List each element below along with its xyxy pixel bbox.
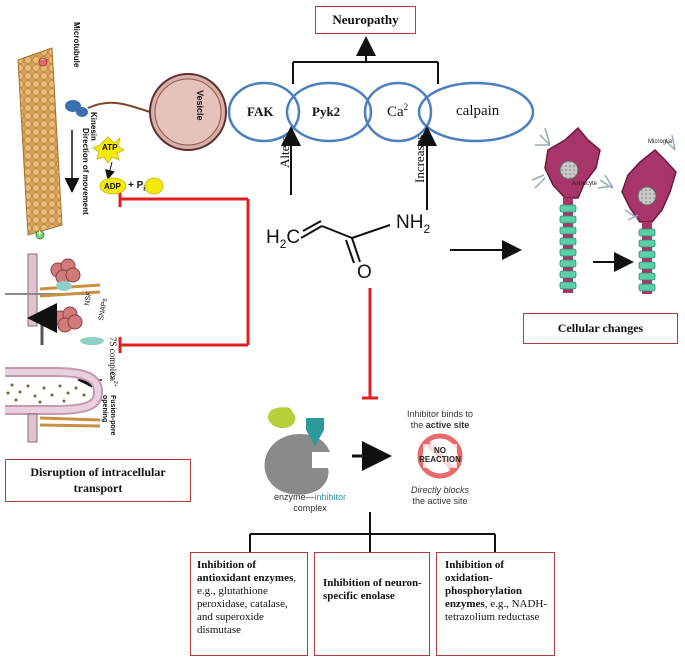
- enolase-bold: Inhibition of neuron-specific enolase: [323, 577, 422, 602]
- disruption-line2: transport: [73, 481, 123, 495]
- neuron-illustration: [531, 126, 677, 294]
- atp-label: ATP: [102, 143, 118, 152]
- ca-ellipse: [363, 81, 433, 143]
- ca-left-sup: 2+: [112, 380, 118, 387]
- directly-line2: the active site: [412, 496, 468, 506]
- cellular-changes-box: Cellular changes: [523, 313, 678, 344]
- antioxidant-bold: Inhibition of antioxidant enzymes: [197, 559, 294, 584]
- acrylamide-structure: [300, 220, 391, 264]
- neuropathy-box: Neuropathy: [315, 6, 416, 34]
- pyk2-label: Pyk2: [312, 104, 341, 119]
- disruption-box: Disruption of intracellular transport: [5, 459, 191, 502]
- adp-label: ADP: [104, 182, 121, 191]
- neuropathy-label: Neuropathy: [332, 12, 399, 27]
- nh2-nh: NH: [396, 212, 424, 233]
- complex-inhibitor-word: inhibitor: [314, 492, 347, 502]
- antioxidant-rest: , e.g., glutathione peroxidase, catalase…: [197, 572, 296, 636]
- cellular-changes-label: Cellular changes: [557, 321, 644, 335]
- directly-line1: Directly blocks: [410, 485, 469, 495]
- microglia-label: Microglia: [648, 139, 673, 145]
- vesicle-fusion-illustration: [5, 253, 104, 443]
- kinesin-label: Kinesin: [89, 112, 98, 141]
- plus-end-label: +: [37, 228, 43, 238]
- reaction-text: REACTION: [419, 455, 461, 464]
- microtubule-label: Microtubule: [72, 22, 81, 68]
- enzyme-complex-line2: complex: [293, 503, 327, 513]
- pyk2-ellipse: [285, 81, 373, 143]
- ca-left-text: Ca: [108, 372, 116, 381]
- ca-label: Ca2: [387, 102, 408, 121]
- enzyme-complex-label: enzyme—inhibitor complex: [255, 492, 365, 514]
- oxygen-label: O: [357, 262, 372, 283]
- calpain-label: calpain: [456, 103, 500, 119]
- astrocyte-label: Astrocyte: [572, 181, 598, 187]
- enzyme-inhibitor-illustration: [264, 407, 463, 495]
- vesicle-label: Vesicle: [195, 90, 205, 121]
- direction-label: Direction of movement: [81, 128, 90, 215]
- enolase-box: Inhibition of neuron-specific enolase: [314, 552, 430, 656]
- inhibitor-binds-line1: Inhibitor binds to: [406, 409, 474, 419]
- h2c-h: H: [266, 227, 280, 248]
- fusion-label: Fusion-pore opening: [101, 395, 116, 436]
- h2c-c: C: [286, 227, 301, 248]
- oxphos-box: Inhibition of oxidation-phosphorylation …: [436, 552, 555, 656]
- pi-sub: i: [143, 186, 146, 193]
- complex-dash: —: [305, 492, 315, 502]
- inhibitor-binds-line2: the active site: [395, 420, 485, 431]
- bottom-bracket: [249, 512, 496, 552]
- inhibitor-binds-bold: active site: [425, 420, 470, 430]
- fak-label: FAK: [247, 104, 274, 119]
- oxphos-rest: , e.g., NADH-tetrazolium reductase: [445, 598, 548, 623]
- enzyme-complex-line1: enzyme—inhibitor: [255, 492, 365, 503]
- minus-end-label: -: [41, 54, 44, 64]
- enzyme-ellipses: [227, 81, 535, 143]
- pi-text: + P: [128, 180, 144, 191]
- microtubule-illustration: [17, 47, 227, 240]
- ca-left-label: Ca2+: [109, 372, 118, 387]
- h2c-group: H2C: [266, 227, 300, 251]
- pi-label: + Pi: [128, 180, 145, 193]
- no-reaction-text: NO REACTION: [419, 446, 461, 464]
- alters-label: Alters: [277, 136, 292, 168]
- nh2-group: NH2: [396, 212, 430, 236]
- h2c-sub: 2: [279, 236, 287, 251]
- oxphos-bold: Inhibition of oxidation-phosphorylation …: [445, 559, 523, 610]
- ca-text: Ca: [387, 104, 404, 120]
- antioxidant-box: Inhibition of antioxidant enzymes, e.g.,…: [190, 552, 308, 656]
- fak-ellipse: [227, 81, 301, 143]
- no-text: NO: [434, 446, 446, 455]
- complex-enzyme-word: enzyme: [273, 492, 306, 502]
- neuropathy-bracket: [292, 36, 439, 84]
- directly-blocks-text: Directly blocks the active site: [395, 485, 485, 507]
- inhibitor-binds-text: Inhibitor binds to the active site: [395, 409, 485, 431]
- inhibition-lines: [118, 191, 378, 400]
- nh2-sub: 2: [423, 221, 431, 236]
- disruption-line1: Disruption of intracellular: [30, 465, 166, 479]
- inhibitor-binds-pre: the: [410, 420, 426, 430]
- calpain-ellipse: [417, 81, 535, 143]
- ca-superscript: 2: [403, 102, 409, 112]
- increases-label: Increases: [412, 134, 427, 183]
